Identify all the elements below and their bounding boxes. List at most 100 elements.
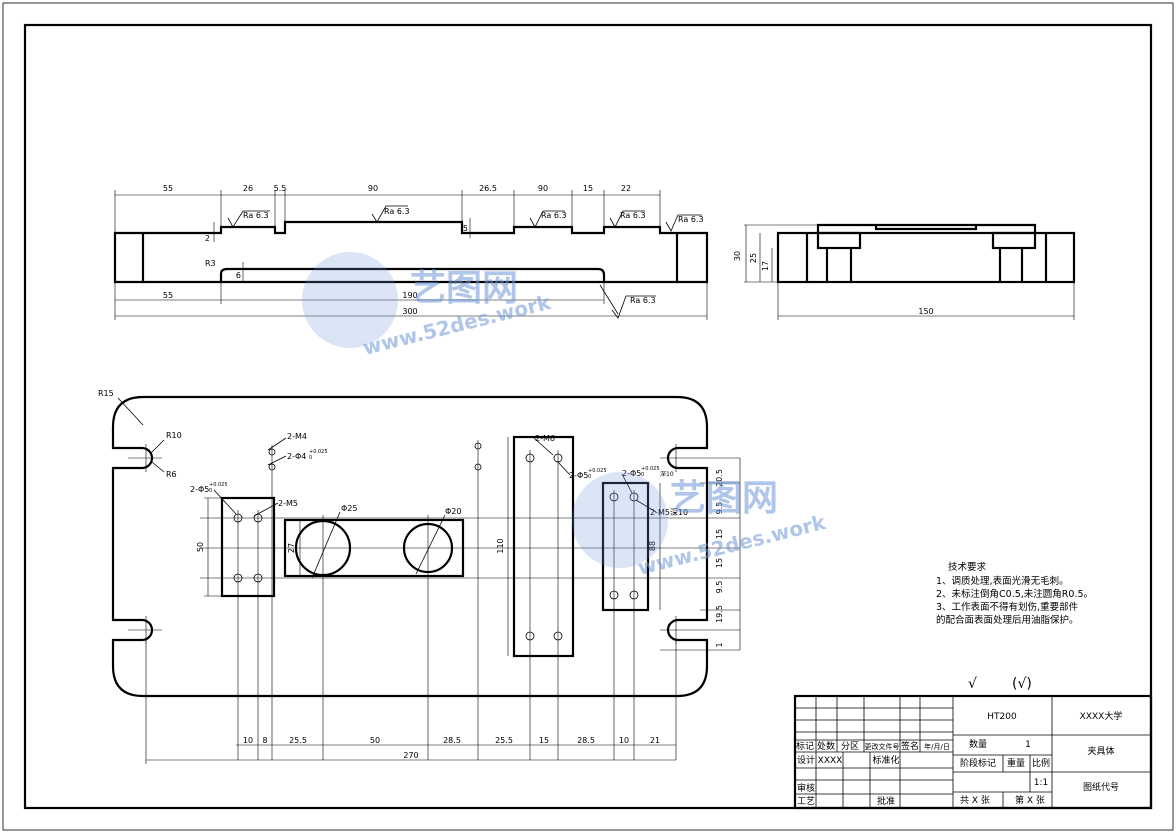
dim-front-bottom-2: 190 xyxy=(402,291,417,300)
weight-label: 重量 xyxy=(1007,757,1025,769)
dim-plan-v-3: 110 xyxy=(496,538,505,553)
tech-req-item-4: 的配合面表面处理后用油脂保护。 xyxy=(936,614,1079,626)
hole-label-1: 2-M4 xyxy=(287,432,307,441)
dim-plan-right-2: 9.5 xyxy=(715,502,724,515)
quantity: 1 xyxy=(1025,740,1031,750)
watermark-brand-2: 艺图网 xyxy=(670,478,778,519)
dim-front-top-1: 55 xyxy=(163,184,173,193)
rev-header-3: 分区 xyxy=(841,741,859,752)
review-label: 审核 xyxy=(797,782,815,794)
roughness-6: Ra 6.3 xyxy=(630,296,656,305)
rev-header-4: 更改文件号 xyxy=(865,742,900,751)
dim-plan-bottom-9: 10 xyxy=(619,736,629,745)
dim-front-top-5: 26.5 xyxy=(479,184,497,193)
hole-label-8: 2-M5深10 xyxy=(650,508,688,517)
hole-label-5: 2-M6 xyxy=(535,434,555,443)
dim-plan-right-3: 15 xyxy=(715,529,724,539)
dim-plan-bottom-4: 50 xyxy=(370,736,380,745)
dim-plan-v-2: 27 xyxy=(287,543,296,553)
dim-front-small-2: 6 xyxy=(236,271,241,280)
dim-plan-overall: 270 xyxy=(403,751,418,760)
dim-plan-bottom-10: 21 xyxy=(650,736,660,745)
tolerance-6: 0 xyxy=(588,474,591,480)
dim-plan-bottom-7: 15 xyxy=(539,736,549,745)
radius-plan-3: R6 xyxy=(166,470,177,479)
design-label: 设计 xyxy=(797,754,815,766)
title-block xyxy=(793,694,1153,810)
roughness-paren-check: (√) xyxy=(1012,676,1032,692)
dim-plan-bottom-2: 8 xyxy=(262,736,267,745)
tolerance-1: +0.025 xyxy=(309,449,328,455)
dim-front-bottom-1: 55 xyxy=(163,291,173,300)
dim-front-top-8: 22 xyxy=(621,184,631,193)
dim-front-top-2: 26 xyxy=(243,184,253,193)
tech-req-item-3: 3、工作表面不得有划伤,重要部件 xyxy=(936,601,1079,613)
hole-label-6: 2-Φ5 xyxy=(569,471,588,480)
dim-plan-v-4: 88 xyxy=(648,541,657,551)
roughness-2: Ra 6.3 xyxy=(384,207,410,216)
tech-req-item-2: 2、未标注倒角C0.5,未注圆角R0.5。 xyxy=(936,588,1093,600)
hole-label-2: 2-Φ4 xyxy=(287,452,306,461)
standard-label: 标准化 xyxy=(872,754,899,766)
dim-plan-right-5: 9.5 xyxy=(715,581,724,594)
quantity-label: 数量 xyxy=(969,738,987,750)
designer: XXXX xyxy=(818,756,843,766)
rev-header-5: 签名 xyxy=(901,740,919,752)
diameter-2: Φ20 xyxy=(445,507,461,516)
side-view xyxy=(744,223,1076,320)
tolerance-3: +0.025 xyxy=(209,482,228,488)
university: XXXX大学 xyxy=(1080,710,1123,722)
dim-side-height-2: 25 xyxy=(749,253,758,263)
dim-plan-right-6: 19.5 xyxy=(715,605,724,623)
tolerance-8: 0 xyxy=(641,472,644,478)
scale: 1:1 xyxy=(1034,778,1048,788)
radius-front: R3 xyxy=(205,259,216,268)
dim-front-small-1: 2 xyxy=(205,234,210,243)
dim-front-top-4: 90 xyxy=(368,184,378,193)
dim-side-height-1: 30 xyxy=(733,251,742,261)
dim-side-width: 150 xyxy=(918,307,933,316)
watermark-2: 艺图网 www.52des.work xyxy=(572,472,829,580)
dim-plan-right-1: 20.5 xyxy=(715,469,724,487)
roughness-5: Ra 6.3 xyxy=(678,215,704,224)
inner-frame xyxy=(23,23,1153,810)
dim-plan-bottom-8: 28.5 xyxy=(577,736,595,745)
dim-front-bottom-3: 300 xyxy=(402,307,417,316)
watermark-logo-icon xyxy=(302,252,398,348)
drawing-no-label: 图纸代号 xyxy=(1083,781,1119,793)
front-view xyxy=(113,190,709,320)
dim-plan-bottom-3: 25.5 xyxy=(289,736,307,745)
sheet-no: 第 X 张 xyxy=(1015,794,1045,806)
rev-header-6: 年/月/日 xyxy=(924,742,950,751)
hole-label-3: 2-Φ5 xyxy=(190,485,209,494)
tolerance-7: +0.025 xyxy=(641,466,660,472)
tolerance-4: 0 xyxy=(209,488,212,494)
radius-plan-1: R15 xyxy=(98,389,114,398)
roughness-3: Ra 6.3 xyxy=(541,211,567,220)
material: HT200 xyxy=(987,712,1017,722)
radius-plan-2: R10 xyxy=(166,431,182,440)
diameter-1: Φ25 xyxy=(341,504,357,513)
dim-front-top-6: 90 xyxy=(538,184,548,193)
dim-plan-right-7: 1 xyxy=(715,642,724,647)
dim-plan-bottom-1: 10 xyxy=(243,736,253,745)
dim-plan-bottom-6: 25.5 xyxy=(495,736,513,745)
dim-front-top-7: 15 xyxy=(583,184,593,193)
roughness-1: Ra 6.3 xyxy=(243,211,269,220)
dim-plan-right-4: 15 xyxy=(715,558,724,568)
dim-front-small-3: 5 xyxy=(463,224,468,233)
approve-label: 批准 xyxy=(877,795,895,807)
part-name: 夹具体 xyxy=(1087,745,1114,757)
dim-plan-v-1: 50 xyxy=(196,542,205,552)
dim-front-top-3: 5.5 xyxy=(274,184,287,193)
rev-header-2: 处数 xyxy=(817,740,835,752)
process-label: 工艺 xyxy=(797,796,815,807)
rev-header-1: 标记 xyxy=(796,740,814,752)
plan-view xyxy=(111,395,741,764)
dim-plan-bottom-5: 28.5 xyxy=(443,736,461,745)
roughness-4: Ra 6.3 xyxy=(620,211,646,220)
stage-label: 阶段标记 xyxy=(960,757,996,769)
tolerance-2: 0 xyxy=(309,455,312,461)
